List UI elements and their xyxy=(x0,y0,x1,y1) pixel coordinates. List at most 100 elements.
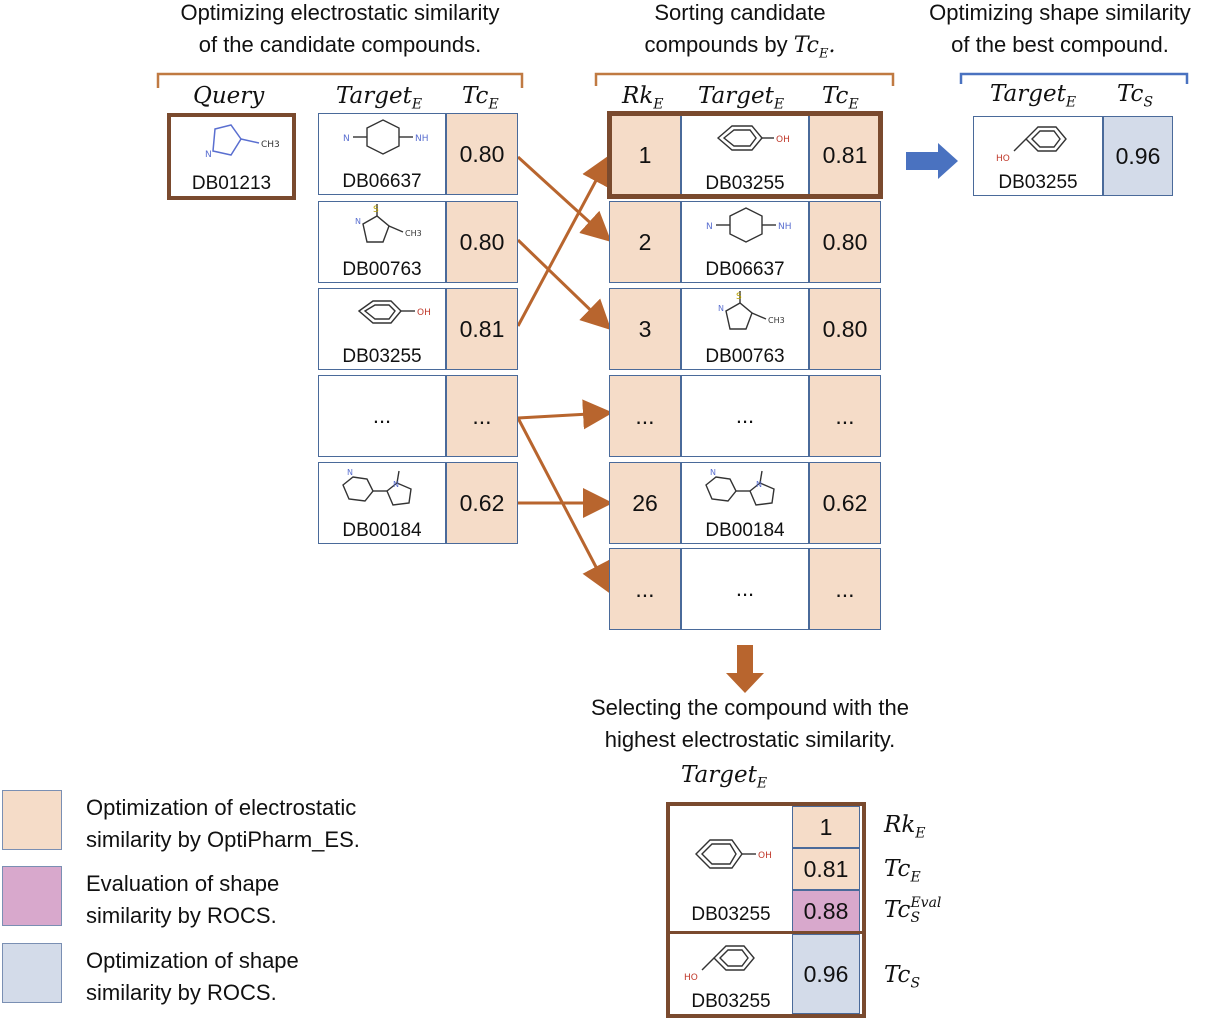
arrow-0-80-a xyxy=(516,155,612,243)
bracket-electrostatic xyxy=(156,72,524,88)
label-sup: Eval xyxy=(910,895,942,911)
selected-frame xyxy=(666,802,866,1018)
svg-text:S: S xyxy=(736,292,742,302)
header-text: Target xyxy=(681,762,757,788)
sorted-row-id: DB00763 xyxy=(705,346,785,367)
header-sub: E xyxy=(848,96,859,113)
svg-text:N: N xyxy=(343,134,350,144)
caption-line: Selecting the compound with the xyxy=(591,695,909,720)
legend-line: similarity by ROCS. xyxy=(86,903,277,928)
selected-id: DB03255 xyxy=(691,904,771,925)
left-row-id: DB06637 xyxy=(342,171,422,192)
nicotine-molecule-icon: N N xyxy=(705,468,775,506)
label-tc-e: TcE xyxy=(884,856,921,886)
legend-line: Optimization of electrostatic xyxy=(86,795,357,820)
selected-tc-s-eval: 0.88 xyxy=(792,890,860,932)
header-sub: E xyxy=(1065,94,1077,111)
sorted-row-rank: ... xyxy=(609,548,681,630)
svg-text:CH3: CH3 xyxy=(261,140,280,150)
legend-line: Optimization of shape xyxy=(86,948,299,973)
left-row-id: DB03255 xyxy=(342,346,422,367)
blue-arrow xyxy=(906,143,958,179)
label-text: Tc xyxy=(884,856,911,882)
caption-sorting: Sorting candidate compounds by TcE. xyxy=(590,0,890,70)
svg-text:N: N xyxy=(205,150,212,160)
header-tcs-shape: TcS xyxy=(1117,81,1153,111)
header-target-shape: TargetE xyxy=(990,81,1076,111)
sorted-row-rank: 2 xyxy=(609,201,681,283)
header-sub: E xyxy=(488,96,499,113)
header-target-selected: TargetE xyxy=(681,762,767,792)
selected-rank: 1 xyxy=(792,806,860,848)
left-row-id: ... xyxy=(372,403,392,428)
svg-text:HO: HO xyxy=(684,973,698,983)
header-rank: RkE xyxy=(622,83,664,113)
sorted-row-molecule: N N DB00184 xyxy=(681,462,809,544)
bracket-shape xyxy=(959,72,1189,84)
selected-tc-s: 0.96 xyxy=(792,934,860,1014)
header-sub: E xyxy=(653,96,664,113)
sorted-row-tc: 0.81 xyxy=(809,113,881,197)
arrow-dots-a xyxy=(517,399,613,430)
phenol-molecule-icon: OH xyxy=(716,125,790,151)
sorted-row-molecule: NH N DB06637 xyxy=(681,201,809,283)
label-text: Tc xyxy=(884,962,911,988)
svg-text:N: N xyxy=(706,222,713,232)
imine-molecule-icon: NH N xyxy=(343,119,429,155)
sorted-row-tc: 0.62 xyxy=(809,462,881,544)
caption-line: compounds by TcE. xyxy=(590,29,890,70)
sorted-row-id: DB03255 xyxy=(705,173,785,194)
sorted-row-id: ... xyxy=(735,403,755,428)
sorted-row-tc: ... xyxy=(809,375,881,457)
header-text: Tc xyxy=(1117,81,1144,107)
top-rank-highlight-frame xyxy=(607,111,883,199)
left-row-tc: ... xyxy=(446,375,518,457)
imine-molecule-icon: NH N xyxy=(706,207,792,243)
svg-text:OH: OH xyxy=(776,135,790,145)
svg-text:N: N xyxy=(718,304,724,313)
phenol-molecule-icon: HO xyxy=(996,126,1067,164)
selected-shape-molecule: HO DB03255 xyxy=(670,934,792,1014)
sorted-row-molecule: S CH3 N DB00763 xyxy=(681,288,809,370)
caption-line: Optimizing shape similarity xyxy=(929,0,1191,25)
sorted-row-tc: ... xyxy=(809,548,881,630)
header-target-left: TargetE xyxy=(336,83,422,113)
svg-text:NH: NH xyxy=(778,222,792,232)
left-row-tc: 0.62 xyxy=(446,462,518,544)
sort-arrows xyxy=(516,154,613,594)
svg-text:N: N xyxy=(756,480,762,489)
legend-label: Evaluation of shape similarity by ROCS. xyxy=(86,868,279,932)
header-sub: E xyxy=(411,96,423,113)
sorted-row-tc: 0.80 xyxy=(809,288,881,370)
left-row-id: DB00184 xyxy=(342,520,422,541)
svg-text:N: N xyxy=(355,217,361,226)
legend-swatch-evaluation xyxy=(2,866,62,926)
svg-text:CH3: CH3 xyxy=(405,229,422,238)
legend-line: Evaluation of shape xyxy=(86,871,280,896)
caption-line: Sorting candidate xyxy=(654,0,826,25)
header-tc-sorted: TcE xyxy=(822,83,859,113)
legend-label: Optimization of shape similarity by ROCS… xyxy=(86,945,299,1009)
left-row-molecule: NH N DB06637 xyxy=(318,113,446,195)
math-tc: Tc xyxy=(793,33,819,58)
header-sub: E xyxy=(773,96,785,113)
header-text: Tc xyxy=(462,83,489,109)
query-id: DB01213 xyxy=(191,173,272,194)
label-tc-s: TcS xyxy=(884,962,920,992)
label-sub: E xyxy=(910,869,921,886)
legend-swatch-shape xyxy=(2,943,62,1003)
selected-divider xyxy=(670,931,862,934)
math-sub: E xyxy=(819,46,829,62)
sorted-row-molecule: ... xyxy=(681,375,809,457)
thione-molecule-icon: S CH3 N xyxy=(355,204,422,243)
left-row-tc: 0.81 xyxy=(446,288,518,370)
sorted-row-id: DB06637 xyxy=(705,259,785,280)
nicotine-molecule-icon: N N xyxy=(342,468,412,506)
sorted-row-tc: 0.80 xyxy=(809,201,881,283)
selected-tc-e: 0.81 xyxy=(792,848,860,890)
query-frame: N CH3 DB01213 xyxy=(167,113,296,200)
legend-swatch-electrostatic xyxy=(2,790,62,850)
selected-shape-id: DB03255 xyxy=(691,991,771,1012)
caption-math: TcE. xyxy=(793,33,836,62)
legend-line: similarity by ROCS. xyxy=(86,980,277,1005)
